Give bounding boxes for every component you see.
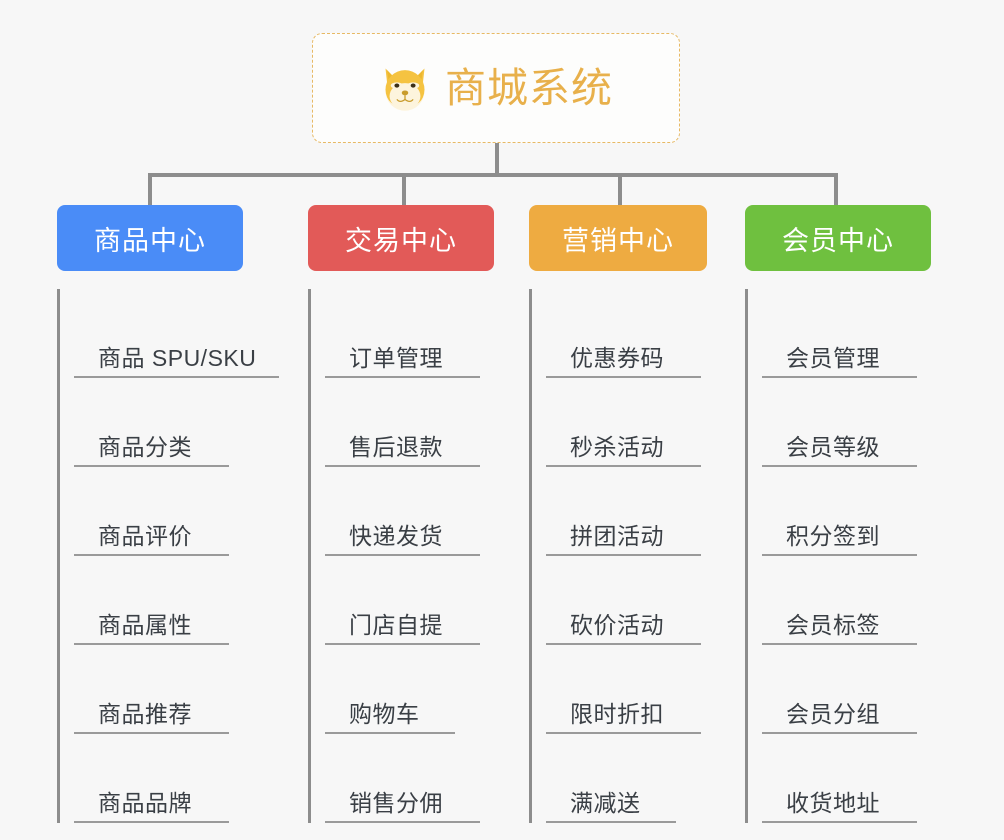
leaf-item[interactable]: 秒杀活动 — [546, 378, 701, 467]
root-node[interactable]: 商城系统 — [312, 33, 680, 143]
branch-leaf-list: 会员管理 会员等级 积分签到 会员标签 会员分组 收货地址 — [745, 289, 965, 823]
branch-header-label: 商品中心 — [94, 225, 206, 256]
leaf-label: 砍价活动 — [570, 612, 664, 639]
leaf-item[interactable]: 优惠券码 — [546, 289, 701, 378]
branch-leaf-list: 商品 SPU/SKU 商品分类 商品评价 商品属性 商品推荐 商品品牌 — [57, 289, 279, 823]
leaf-item[interactable]: 限时折扣 — [546, 645, 701, 734]
leaf-label: 商品推荐 — [98, 701, 192, 728]
leaf-item[interactable]: 快递发货 — [325, 467, 480, 556]
branch-header-会员中心[interactable]: 会员中心 — [745, 205, 931, 271]
connector-horizontal-bus — [148, 173, 838, 177]
leaf-item[interactable]: 会员标签 — [762, 556, 917, 645]
leaf-item[interactable]: 商品评价 — [74, 467, 229, 556]
branch-column-会员中心: 会员中心 会员管理 会员等级 积分签到 会员标签 会员分组 收货地址 — [745, 205, 965, 823]
connector-drop-3 — [618, 173, 622, 205]
leaf-item[interactable]: 会员管理 — [762, 289, 917, 378]
root-title: 商城系统 — [445, 64, 613, 111]
leaf-label: 商品属性 — [98, 612, 192, 639]
branch-header-营销中心[interactable]: 营销中心 — [529, 205, 707, 271]
branch-column-交易中心: 交易中心 订单管理 售后退款 快递发货 门店自提 购物车 销售分佣 — [308, 205, 528, 823]
leaf-label: 积分签到 — [786, 523, 880, 550]
leaf-label: 订单管理 — [349, 345, 443, 372]
branch-column-商品中心: 商品中心 商品 SPU/SKU 商品分类 商品评价 商品属性 商品推荐 商品品牌 — [57, 205, 279, 823]
leaf-label: 商品 SPU/SKU — [98, 345, 257, 372]
leaf-item[interactable]: 拼团活动 — [546, 467, 701, 556]
branch-header-商品中心[interactable]: 商品中心 — [57, 205, 243, 271]
connector-root-stem — [495, 143, 499, 175]
leaf-item[interactable]: 售后退款 — [325, 378, 480, 467]
leaf-label: 限时折扣 — [570, 701, 664, 728]
leaf-item[interactable]: 商品推荐 — [74, 645, 229, 734]
leaf-item[interactable]: 会员分组 — [762, 645, 917, 734]
leaf-item[interactable]: 门店自提 — [325, 556, 480, 645]
leaf-item[interactable]: 会员等级 — [762, 378, 917, 467]
leaf-item[interactable]: 商品属性 — [74, 556, 229, 645]
leaf-label: 会员标签 — [786, 612, 880, 639]
leaf-label: 销售分佣 — [349, 790, 443, 817]
branch-column-营销中心: 营销中心 优惠券码 秒杀活动 拼团活动 砍价活动 限时折扣 满减送 — [529, 205, 749, 823]
leaf-item[interactable]: 满减送 — [546, 734, 676, 823]
leaf-label: 会员分组 — [786, 701, 880, 728]
leaf-label: 商品品牌 — [98, 790, 192, 817]
branch-leaf-list: 订单管理 售后退款 快递发货 门店自提 购物车 销售分佣 — [308, 289, 528, 823]
leaf-label: 拼团活动 — [570, 523, 664, 550]
leaf-label: 购物车 — [349, 701, 420, 728]
connector-drop-2 — [402, 173, 406, 205]
branch-header-交易中心[interactable]: 交易中心 — [308, 205, 494, 271]
leaf-label: 商品分类 — [98, 434, 192, 461]
leaf-item[interactable]: 积分签到 — [762, 467, 917, 556]
leaf-label: 优惠券码 — [570, 345, 664, 372]
leaf-label: 售后退款 — [349, 434, 443, 461]
leaf-item[interactable]: 订单管理 — [325, 289, 480, 378]
branch-leaf-list: 优惠券码 秒杀活动 拼团活动 砍价活动 限时折扣 满减送 — [529, 289, 749, 823]
leaf-label: 商品评价 — [98, 523, 192, 550]
branch-header-label: 交易中心 — [345, 225, 457, 256]
leaf-label: 秒杀活动 — [570, 434, 664, 461]
leaf-label: 快递发货 — [349, 523, 443, 550]
leaf-label: 满减送 — [570, 790, 641, 817]
leaf-item[interactable]: 购物车 — [325, 645, 455, 734]
branch-header-label: 会员中心 — [782, 225, 894, 256]
shiba-dog-icon — [379, 62, 431, 114]
leaf-item[interactable]: 销售分佣 — [325, 734, 480, 823]
leaf-item[interactable]: 收货地址 — [762, 734, 917, 823]
branch-header-label: 营销中心 — [562, 225, 674, 256]
connector-drop-1 — [148, 173, 152, 205]
leaf-label: 会员管理 — [786, 345, 880, 372]
leaf-item[interactable]: 商品 SPU/SKU — [74, 289, 279, 378]
leaf-item[interactable]: 商品分类 — [74, 378, 229, 467]
leaf-label: 收货地址 — [786, 790, 880, 817]
leaf-label: 会员等级 — [786, 434, 880, 461]
leaf-item[interactable]: 商品品牌 — [74, 734, 229, 823]
leaf-label: 门店自提 — [349, 612, 443, 639]
leaf-item[interactable]: 砍价活动 — [546, 556, 701, 645]
connector-drop-4 — [834, 173, 838, 205]
